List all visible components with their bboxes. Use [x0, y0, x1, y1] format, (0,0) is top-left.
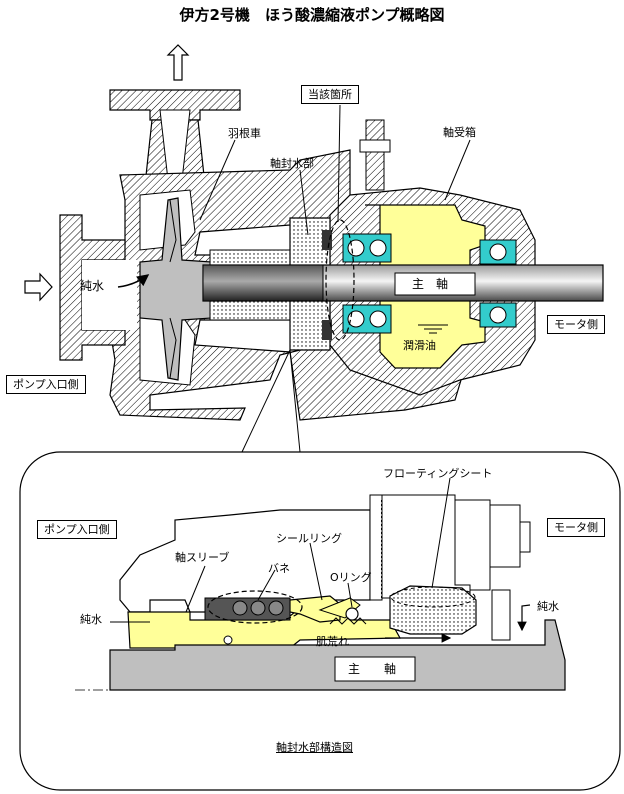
- detail-housing: [119, 494, 531, 641]
- bearing-leader: [444, 139, 471, 201]
- location-leader: [337, 104, 341, 223]
- o-ring-leader: [347, 582, 353, 608]
- page-title: 伊方2号機 ほう酸濃縮液ポンプ概略図: [179, 6, 445, 24]
- detail-caption: 軸封水部構造図: [276, 741, 353, 754]
- detail-motor-side-label: モータ側: [547, 518, 605, 537]
- spring-label: バネ: [268, 562, 290, 575]
- pure-water-label: 純水: [80, 279, 105, 293]
- shaft-sleeve-label: 軸スリーブ: [175, 551, 230, 564]
- floating-seat: [389, 585, 477, 635]
- detail-shaft-label-box: [334, 656, 416, 682]
- location-ellipse: [325, 219, 355, 341]
- o-ring-label: Oリング: [330, 571, 372, 584]
- main-shaft-label-box: [394, 272, 476, 296]
- shaft-seal-section-label: 軸封水部: [270, 157, 314, 170]
- bearing-box-label: 軸受箱: [443, 126, 476, 139]
- impeller: [139, 197, 213, 381]
- spring-block: [204, 597, 291, 621]
- floating-seat-label: フローティングシート: [383, 467, 493, 480]
- spring-ellipse: [207, 590, 303, 624]
- rough-skin-label: 肌荒れ: [316, 635, 349, 648]
- detail-shaft: [109, 619, 566, 691]
- flow-arrow-right: [517, 604, 531, 632]
- up-arrow-icon: [166, 44, 190, 81]
- motor-side-label: モータ側: [547, 315, 605, 334]
- right-arrow-icon: [24, 272, 53, 302]
- detail-pump-inlet-label: ポンプ入口側: [37, 520, 117, 539]
- location-box-label: 当該箇所: [301, 85, 359, 104]
- main-shaft-label: 主 軸: [412, 277, 449, 291]
- pure-water-right-label: 純水: [537, 600, 559, 613]
- suction-flange: [59, 214, 137, 361]
- flow-arrow: [117, 274, 150, 288]
- lubricating-oil-label: 潤滑油: [403, 339, 436, 352]
- seal-leader: [299, 169, 309, 236]
- pump-inlet-side-label: ポンプ入口側: [6, 375, 86, 394]
- detail-main-shaft-label: 主 軸: [348, 662, 397, 676]
- pure-water-left-label: 純水: [80, 613, 102, 626]
- impeller-leader: [199, 139, 236, 221]
- o-ring: [345, 607, 359, 621]
- floating-seat-leader: [431, 477, 451, 589]
- seal-ring-label: シールリング: [276, 532, 342, 545]
- connector-right: [289, 349, 301, 453]
- connector-left: [241, 349, 291, 453]
- bearings: [342, 233, 517, 334]
- seal-ring-leader: [309, 542, 323, 601]
- spring-coils: [232, 600, 284, 616]
- rough-skin-mark: [329, 617, 367, 625]
- floating-seat-ellipse: [390, 586, 476, 608]
- sleeve-leader: [185, 565, 206, 613]
- impeller-label: 羽根車: [228, 127, 261, 140]
- vent-plug: [359, 119, 391, 191]
- discharge-nozzle: [109, 89, 241, 186]
- spring-leader: [257, 569, 276, 601]
- o-ring-small: [223, 635, 233, 645]
